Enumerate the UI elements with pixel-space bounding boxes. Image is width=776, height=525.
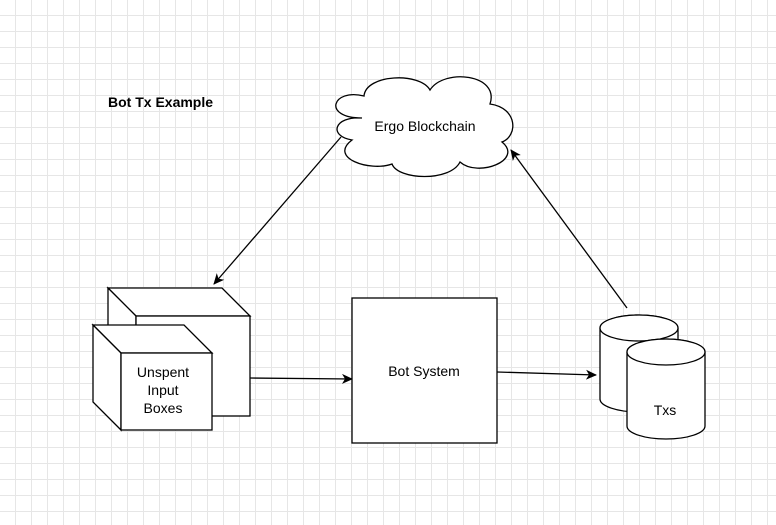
node-txs[interactable]: Txs (599, 314, 706, 440)
node-bot-system[interactable]: Bot System (351, 297, 498, 444)
edge-inputs-to-bot[interactable] (249, 373, 353, 384)
node-ergo-blockchain[interactable]: Ergo Blockchain (335, 76, 514, 178)
bot-system-label: Bot System (388, 363, 460, 379)
node-unspent-input-boxes[interactable]: Unspent Input Boxes (91, 286, 252, 432)
diagram-title: Bot Tx Example (108, 94, 213, 110)
edge-blockchain-to-inputs[interactable] (213, 136, 342, 285)
cloud-shape (335, 76, 514, 178)
inputs-label-line-3: Boxes (144, 400, 183, 416)
inputs-label-line-1: Unspent (137, 364, 189, 380)
bot-system-box (351, 297, 498, 444)
front-cube (91, 323, 214, 432)
front-cylinder (626, 338, 706, 440)
txs-label: Txs (654, 402, 677, 418)
edges (213, 136, 628, 384)
edge-bot-to-txs[interactable] (496, 369, 597, 380)
inputs-label-line-2: Input (147, 382, 178, 398)
edge-txs-to-blockchain[interactable] (510, 149, 628, 309)
blockchain-label: Ergo Blockchain (374, 118, 475, 134)
